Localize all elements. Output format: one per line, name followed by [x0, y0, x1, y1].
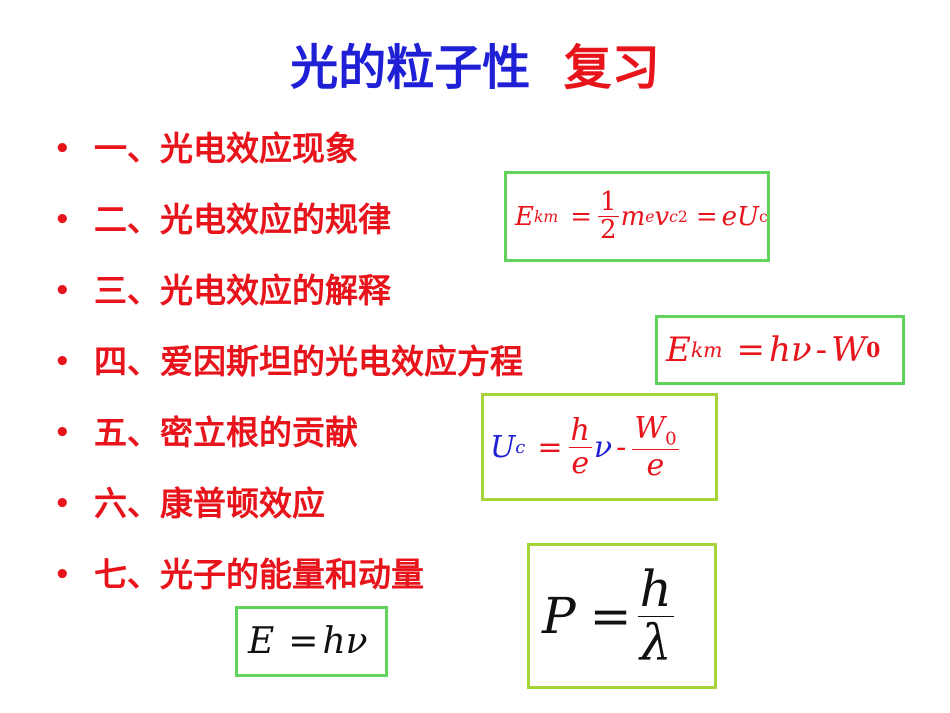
- title-part-1: 光的粒子性: [290, 40, 531, 96]
- bullet-dot: •: [54, 489, 71, 519]
- fraction-denominator: λ: [639, 613, 672, 672]
- formula-symbol: ν: [790, 330, 812, 370]
- formula-operator: -: [815, 330, 828, 370]
- bullet-dot: •: [54, 134, 71, 164]
- title-part-2: 复习: [563, 40, 660, 96]
- bullet-dot: •: [54, 347, 71, 377]
- fraction-denominator: e: [571, 445, 590, 481]
- formula-operator: =: [570, 201, 593, 232]
- fraction-numerator: 1: [598, 186, 619, 217]
- formula-symbol: m: [620, 201, 646, 232]
- bullet-text: 三、光电效应的解释: [94, 271, 391, 310]
- formula-subscript: e: [645, 207, 655, 226]
- bullet-item-6: • 六、康普顿效应: [54, 481, 325, 527]
- fraction-denominator: 2: [600, 215, 617, 245]
- bullet-text: 一、光电效应现象: [94, 129, 358, 168]
- bullet-dot: •: [54, 205, 71, 235]
- bullet-item-5: • 五、密立根的贡献: [54, 410, 358, 456]
- bullet-text: 六、康普顿效应: [94, 484, 325, 523]
- formula-operator: -: [616, 429, 627, 465]
- formula-operator: =: [537, 429, 563, 465]
- formula-symbol: eU: [721, 201, 759, 232]
- formula-subscript: c: [758, 207, 768, 226]
- formula-symbol: v: [654, 201, 670, 232]
- bullet-item-7: • 七、光子的能量和动量: [54, 552, 424, 598]
- bullet-text: 五、密立根的贡献: [94, 413, 358, 452]
- formula-symbol: ν: [593, 429, 613, 465]
- slide-title: 光的粒子性 复习: [0, 30, 950, 106]
- formula-symbol: U: [490, 429, 516, 465]
- bullet-item-1: • 一、光电效应现象: [54, 126, 358, 172]
- bullet-dot: •: [54, 418, 71, 448]
- formula-operator: =: [589, 587, 632, 645]
- fraction-denominator: e: [646, 447, 665, 483]
- bullet-dot: •: [54, 560, 71, 590]
- formula-operator: =: [695, 201, 718, 232]
- formula-symbol: E: [515, 201, 534, 232]
- formula-subscript: 0: [665, 427, 677, 449]
- formula-symbol: E: [248, 621, 275, 662]
- formula-symbol: hν: [322, 621, 368, 662]
- formula-symbol: P: [542, 587, 576, 645]
- formula-subscript: c: [669, 207, 678, 226]
- bullet-item-3: • 三、光电效应的解释: [54, 268, 391, 314]
- formula-symbol: E: [666, 330, 691, 370]
- bullet-text: 二、光电效应的规律: [94, 200, 391, 239]
- fraction-numerator: h: [637, 560, 674, 618]
- bullet-text: 七、光子的能量和动量: [94, 555, 424, 594]
- formula-superscript: 2: [677, 207, 688, 226]
- formula-operator: =: [288, 621, 319, 662]
- formula-subscript: c: [515, 436, 526, 458]
- fraction-numerator: W: [634, 410, 666, 446]
- formula-subscript: km: [690, 338, 723, 362]
- formula-subscript: 0: [866, 338, 881, 362]
- formula-operator: =: [736, 330, 766, 370]
- formula-box-photon-energy: E = hν: [235, 606, 388, 677]
- fraction-numerator: h: [568, 413, 592, 448]
- bullet-item-4: • 四、爱因斯坦的光电效应方程: [54, 339, 523, 385]
- formula-subscript: km: [533, 207, 559, 226]
- bullet-text: 四、爱因斯坦的光电效应方程: [94, 342, 523, 381]
- bullet-item-2: • 二、光电效应的规律: [54, 197, 391, 243]
- bullet-dot: •: [54, 276, 71, 306]
- formula-symbol: W: [831, 330, 867, 370]
- formula-symbol: h: [769, 330, 791, 370]
